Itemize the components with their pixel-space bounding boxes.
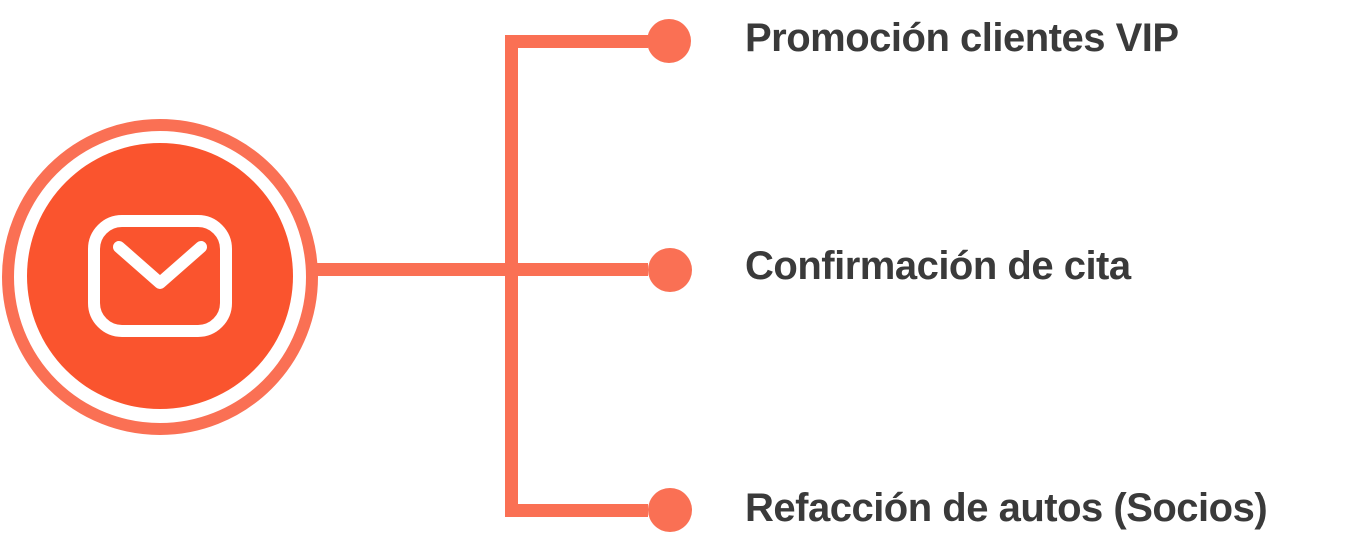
connector-top-line — [511, 35, 648, 48]
branch-label: Refacción de autos (Socios) — [745, 486, 1268, 530]
connector-trunk-line — [316, 263, 648, 276]
connector-vertical-line — [505, 35, 518, 517]
branch-node-dot — [648, 488, 692, 532]
branch-label: Promoción clientes VIP — [745, 16, 1179, 60]
branch-node-dot — [647, 19, 691, 63]
branch-label: Confirmación de cita — [745, 244, 1131, 288]
envelope-icon — [88, 215, 232, 337]
connector-bottom-line — [511, 504, 648, 517]
branch-node-dot — [648, 248, 692, 292]
